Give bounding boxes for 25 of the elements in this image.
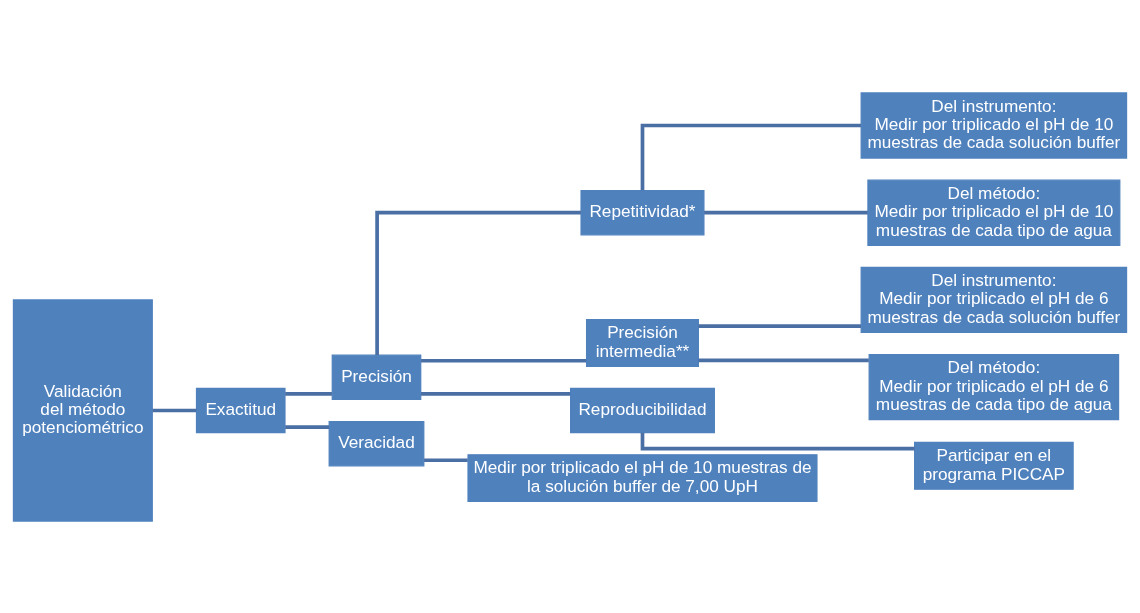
node-box: Medir por triplicado el pH de 10 muestras de la solución buffer de 7,00 UpH bbox=[467, 453, 818, 502]
connector bbox=[285, 391, 332, 396]
node-box: Del método: Medir por triplicado el pH de 10 muestras de cada tipo de agua bbox=[867, 179, 1121, 246]
node-box: Precisión intermedia** bbox=[585, 318, 699, 367]
connector bbox=[698, 323, 861, 328]
node-box: Repetitividad* bbox=[580, 189, 705, 235]
node-box: Exactitud bbox=[195, 387, 286, 433]
connector bbox=[640, 432, 915, 450]
connector bbox=[698, 358, 869, 362]
connector bbox=[285, 424, 330, 429]
connector bbox=[375, 210, 581, 355]
connector bbox=[640, 123, 862, 190]
connector bbox=[152, 408, 197, 412]
node-box: Validación del método potenciométrico bbox=[12, 298, 153, 522]
node-box: Del método: Medir por triplicado el pH de 6 muestras de cada tipo de agua bbox=[868, 353, 1120, 420]
node-box: Del instrumento: Medir por triplicado el pH de 10 muestras de cada solución buffer bbox=[860, 91, 1128, 159]
node-box: Del instrumento: Medir por triplicado el pH de 6 muestras de cada solución buffer bbox=[860, 266, 1128, 333]
node-box: Veracidad bbox=[328, 420, 425, 466]
connector bbox=[421, 391, 571, 396]
connector bbox=[704, 210, 868, 215]
node-box: Participar en el programa PICCAP bbox=[914, 441, 1074, 490]
node-box: Precisión bbox=[331, 354, 422, 400]
connector bbox=[424, 457, 468, 462]
connector bbox=[421, 358, 587, 363]
node-box: Reproducibilidad bbox=[570, 387, 715, 433]
